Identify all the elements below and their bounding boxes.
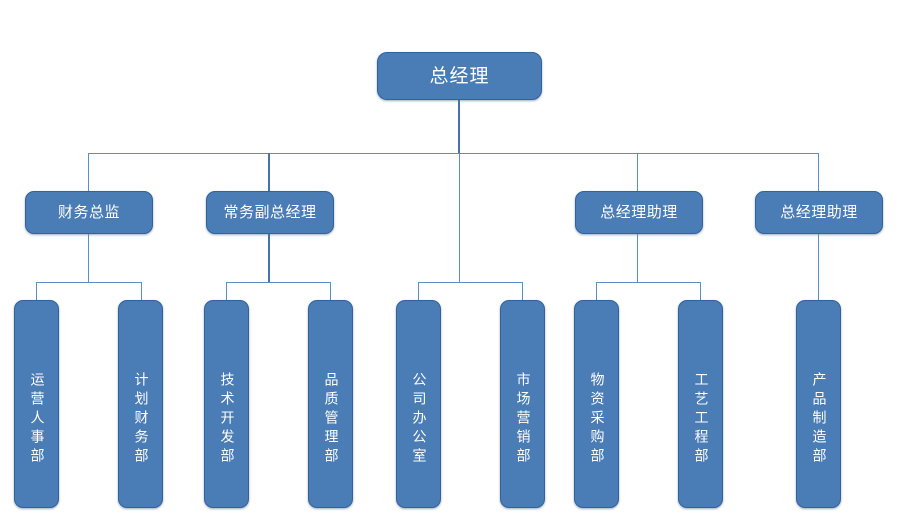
node-company-office[interactable]: 公司办公室 xyxy=(396,300,441,508)
node-label: 技术开发部 xyxy=(218,372,235,467)
node-general-manager[interactable]: 总经理 xyxy=(377,52,542,100)
node-label: 运营人事部 xyxy=(28,372,45,467)
connector-drop-manager-3 xyxy=(818,153,819,191)
node-process-engineering-dept[interactable]: 工艺工程部 xyxy=(678,300,723,508)
connector-stem-group-e xyxy=(818,234,819,301)
connector-subbus-group-a xyxy=(36,282,141,283)
connector-drop-dept-6 xyxy=(596,282,597,301)
node-operations-hr-dept[interactable]: 运营人事部 xyxy=(14,300,59,508)
node-label: 市场营销部 xyxy=(514,372,531,467)
node-finance-director[interactable]: 财务总监 xyxy=(25,191,153,234)
connector-drop-dept-7 xyxy=(700,282,701,301)
connector-drop-manager-1 xyxy=(268,153,270,191)
node-label: 物资采购部 xyxy=(588,372,605,467)
connector-drop-dept-0 xyxy=(36,282,37,301)
connector-stem-group-a xyxy=(88,234,89,282)
node-quality-management-dept[interactable]: 品质管理部 xyxy=(308,300,353,508)
connector-drop-manager-2 xyxy=(637,153,638,191)
node-gm-assistant-1[interactable]: 总经理助理 xyxy=(575,191,703,234)
connector-drop-dept-4 xyxy=(418,282,419,301)
connector-stem-group-d xyxy=(637,234,638,282)
node-label: 产品制造部 xyxy=(810,372,827,467)
connector-drop-dept-5 xyxy=(522,282,523,301)
node-planning-finance-dept[interactable]: 计划财务部 xyxy=(118,300,163,508)
node-label: 工艺工程部 xyxy=(692,372,709,467)
node-executive-deputy-gm[interactable]: 常务副总经理 xyxy=(206,191,334,234)
node-technology-development-dept[interactable]: 技术开发部 xyxy=(204,300,249,508)
node-materials-procurement-dept[interactable]: 物资采购部 xyxy=(574,300,619,508)
connector-stem-group-b xyxy=(268,234,270,282)
node-label: 品质管理部 xyxy=(322,372,339,467)
connector-root-stem xyxy=(458,100,460,154)
node-label: 总经理助理 xyxy=(600,203,678,221)
connector-subbus-group-d xyxy=(596,282,700,283)
node-gm-assistant-2[interactable]: 总经理助理 xyxy=(755,191,883,234)
node-label: 总经理 xyxy=(429,64,490,87)
connector-main-bus xyxy=(88,153,819,154)
node-label: 计划财务部 xyxy=(132,372,149,467)
node-label: 财务总监 xyxy=(57,203,120,221)
node-label: 公司办公室 xyxy=(410,372,427,467)
connector-drop-dept-3 xyxy=(330,282,331,301)
connector-drop-dept-2 xyxy=(226,282,227,301)
node-product-manufacturing-dept[interactable]: 产品制造部 xyxy=(796,300,841,508)
connector-drop-dept-1 xyxy=(141,282,142,301)
connector-drop-manager-0 xyxy=(88,153,89,191)
node-label: 总经理助理 xyxy=(780,203,858,221)
connector-subbus-group-c xyxy=(418,282,522,283)
connector-root-center-extension xyxy=(459,154,460,282)
connector-subbus-group-b xyxy=(226,282,330,283)
node-marketing-dept[interactable]: 市场营销部 xyxy=(500,300,545,508)
node-label: 常务副总经理 xyxy=(223,203,317,221)
